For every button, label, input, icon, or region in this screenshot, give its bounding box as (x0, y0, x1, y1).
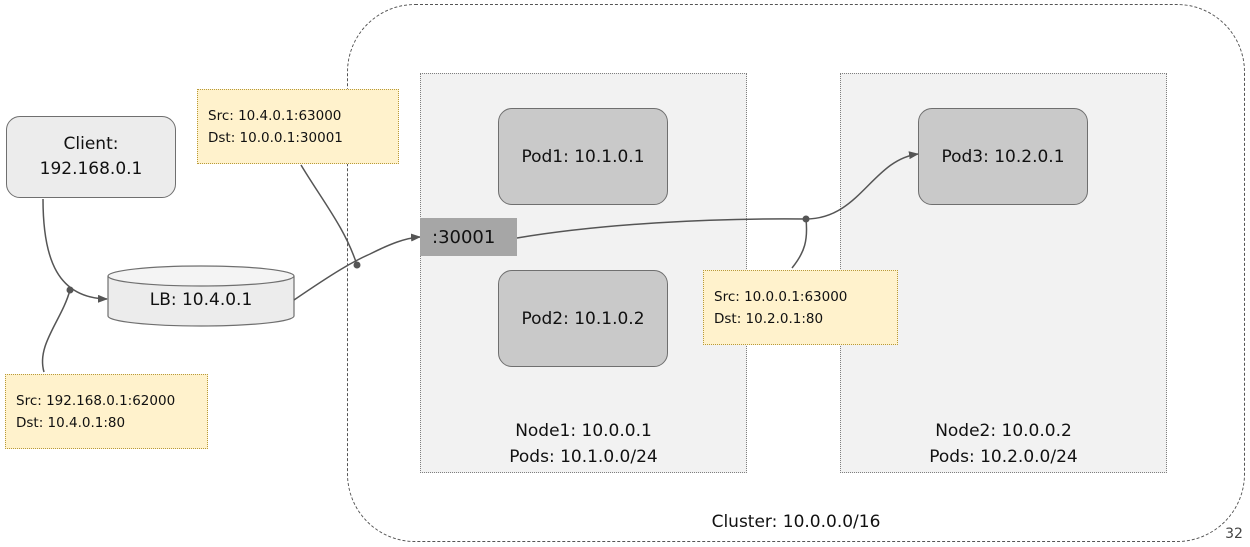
note3-dst: Dst: 10.2.0.1:80 (714, 310, 824, 327)
client-box: Client: 192.168.0.1 (6, 116, 176, 198)
node-port-box: :30001 (420, 218, 517, 256)
cluster-boundary (347, 4, 1245, 542)
node2-pod-cidr: Pods: 10.2.0.0/24 (929, 447, 1078, 467)
node1-label: Node1: 10.0.0.1 Pods: 10.1.0.0/24 (421, 418, 746, 470)
note3-connector-dot (802, 215, 810, 223)
pod2-box: Pod2: 10.1.0.2 (498, 270, 668, 367)
node1-address: Node1: 10.0.0.1 (515, 421, 652, 441)
pod3-label: Pod3: 10.2.0.1 (941, 146, 1065, 167)
node1-pod-cidr: Pods: 10.1.0.0/24 (509, 447, 658, 467)
note2-dst: Dst: 10.4.0.1:80 (16, 414, 126, 431)
nodeport-to-pod3-arrow (516, 151, 919, 239)
note1-connector (300, 164, 358, 266)
pod1-box: Pod1: 10.1.0.1 (498, 108, 668, 205)
node2-address: Node2: 10.0.0.2 (935, 421, 1072, 441)
client-to-lb-arrow (42, 198, 108, 303)
note3-connector (791, 218, 808, 269)
note1-connector-dot (353, 261, 361, 269)
cluster-label: Cluster: 10.0.0.0/16 (711, 512, 881, 532)
lb-cylinder (107, 265, 295, 327)
packet-note-client-to-lb: Src: 192.168.0.1:62000 Dst: 10.4.0.1:80 (5, 374, 208, 449)
packet-note-lb-to-node: Src: 10.4.0.1:63000 Dst: 10.0.0.1:30001 (197, 89, 399, 164)
note2-connector (41, 289, 71, 373)
pod2-label: Pod2: 10.1.0.2 (521, 308, 645, 329)
note2-src: Src: 192.168.0.1:62000 (16, 392, 176, 409)
packet-note-node-to-pod: Src: 10.0.0.1:63000 Dst: 10.2.0.1:80 (703, 270, 898, 345)
node2-label: Node2: 10.0.0.2 Pods: 10.2.0.0/24 (841, 418, 1166, 470)
lb-label: LB: 10.4.0.1 (149, 290, 253, 310)
note1-src: Src: 10.4.0.1:63000 (208, 107, 342, 124)
pod3-box: Pod3: 10.2.0.1 (918, 108, 1088, 205)
note1-dst: Dst: 10.0.0.1:30001 (208, 129, 343, 146)
note3-src: Src: 10.0.0.1:63000 (714, 288, 848, 305)
page-number: 32 (1225, 526, 1243, 542)
note2-connector-dot (66, 286, 74, 294)
pod1-label: Pod1: 10.1.0.1 (521, 146, 645, 167)
client-title: Client: (63, 134, 119, 154)
node-port-label: :30001 (432, 226, 496, 248)
lb-to-nodeport-arrow (293, 233, 421, 301)
client-address: 192.168.0.1 (39, 159, 143, 179)
